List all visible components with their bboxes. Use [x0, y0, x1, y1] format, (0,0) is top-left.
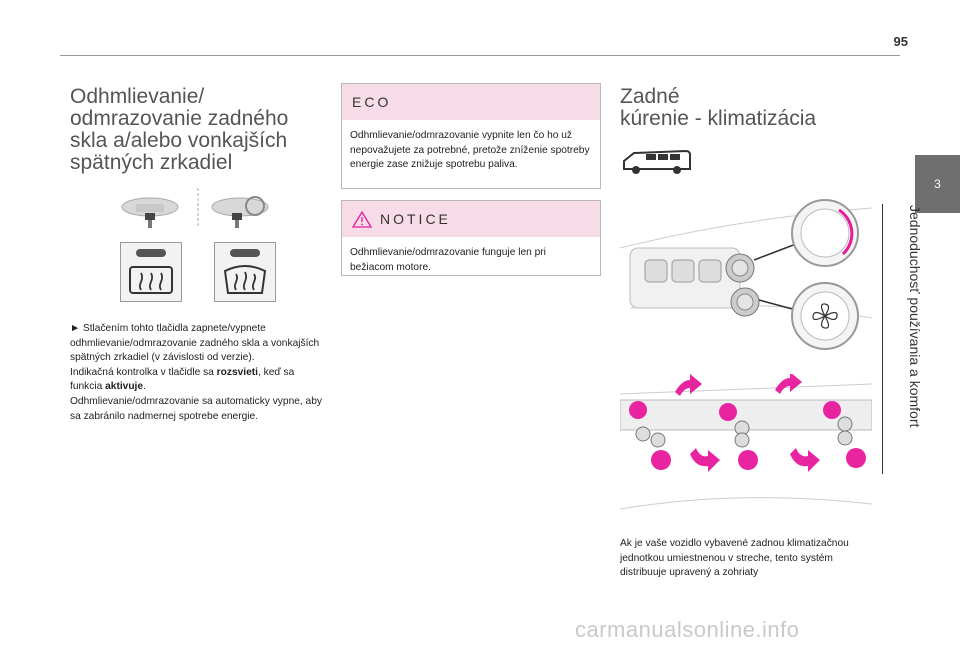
- temperature-dial-icon: [791, 199, 859, 267]
- windshield-defrost-icon: [223, 249, 267, 294]
- exterior-mirror-icon: [211, 196, 269, 228]
- fan-knob-small: [730, 287, 760, 317]
- eco-text: Odhmlievanie/odmrazovanie vypnite len čo…: [350, 130, 590, 171]
- eco-title: ECO: [352, 94, 392, 110]
- page-number: 95: [893, 34, 908, 49]
- notice-box: NOTICE Odhmlievanie/odmrazovanie funguje…: [341, 200, 601, 276]
- fan-dial-icon: [791, 282, 859, 350]
- chapter-title: Jednoduchosť používania a komfort: [907, 205, 923, 428]
- defrost-instruction: ► Stlačením tohto tlačidla zapnete/vypne…: [70, 323, 320, 364]
- interior-mirror-icon: [121, 197, 179, 228]
- sidebar-rule: [882, 204, 883, 474]
- section-title-defrost: Odhmlievanie/ odmrazovanie zadného skla …: [70, 85, 289, 174]
- airflow-arrow-down-1: [690, 448, 720, 472]
- chapter-tab[interactable]: 3: [915, 155, 960, 213]
- front-defrost-button[interactable]: [214, 242, 276, 302]
- notice-text: Odhmlievanie/odmrazovanie funguje len pr…: [350, 247, 546, 273]
- van-icon: [623, 149, 691, 174]
- chapter-number: 3: [934, 177, 941, 191]
- right-body-text: Ak je vaše vozidlo vybavené zadnou klima…: [620, 538, 849, 579]
- air-vents-illustration: [620, 374, 872, 510]
- indicator-paragraph: Indikačná kontrolka v tlačidle sa rozsvi…: [70, 366, 295, 393]
- bold-aktivuje: aktivuje: [105, 381, 144, 393]
- rear-defrost-button[interactable]: [120, 242, 182, 302]
- notice-box-header: NOTICE: [342, 201, 600, 237]
- watermark-text: carmanualsonline.info: [575, 617, 800, 642]
- header-rule: [60, 55, 900, 56]
- airflow-arrow-up-2: [775, 374, 802, 394]
- eco-box: ECO Odhmlievanie/odmrazovanie vypnite le…: [341, 83, 601, 189]
- notice-title: NOTICE: [380, 211, 451, 227]
- eco-box-header: ECO: [342, 84, 600, 120]
- airflow-arrow-up-1: [675, 374, 702, 396]
- airflow-arrow-down-2: [790, 448, 820, 472]
- left-body-text: ► Stlačením tohto tlačidla zapnete/vypne…: [70, 322, 322, 424]
- warning-triangle-icon: [352, 210, 372, 228]
- rear-ac-controls-illustration: [620, 199, 872, 350]
- auto-off-paragraph: Odhmlievanie/odmrazovanie sa automaticky…: [70, 395, 322, 422]
- rear-window-defrost-icon: [129, 249, 173, 294]
- section-title-rear-ac: Zadné kúrenie - klimatizácia: [620, 85, 817, 130]
- mirrors-illustration: [121, 188, 269, 228]
- bold-rozsvieti: rozsvieti: [216, 366, 259, 378]
- temperature-knob-small: [725, 253, 755, 283]
